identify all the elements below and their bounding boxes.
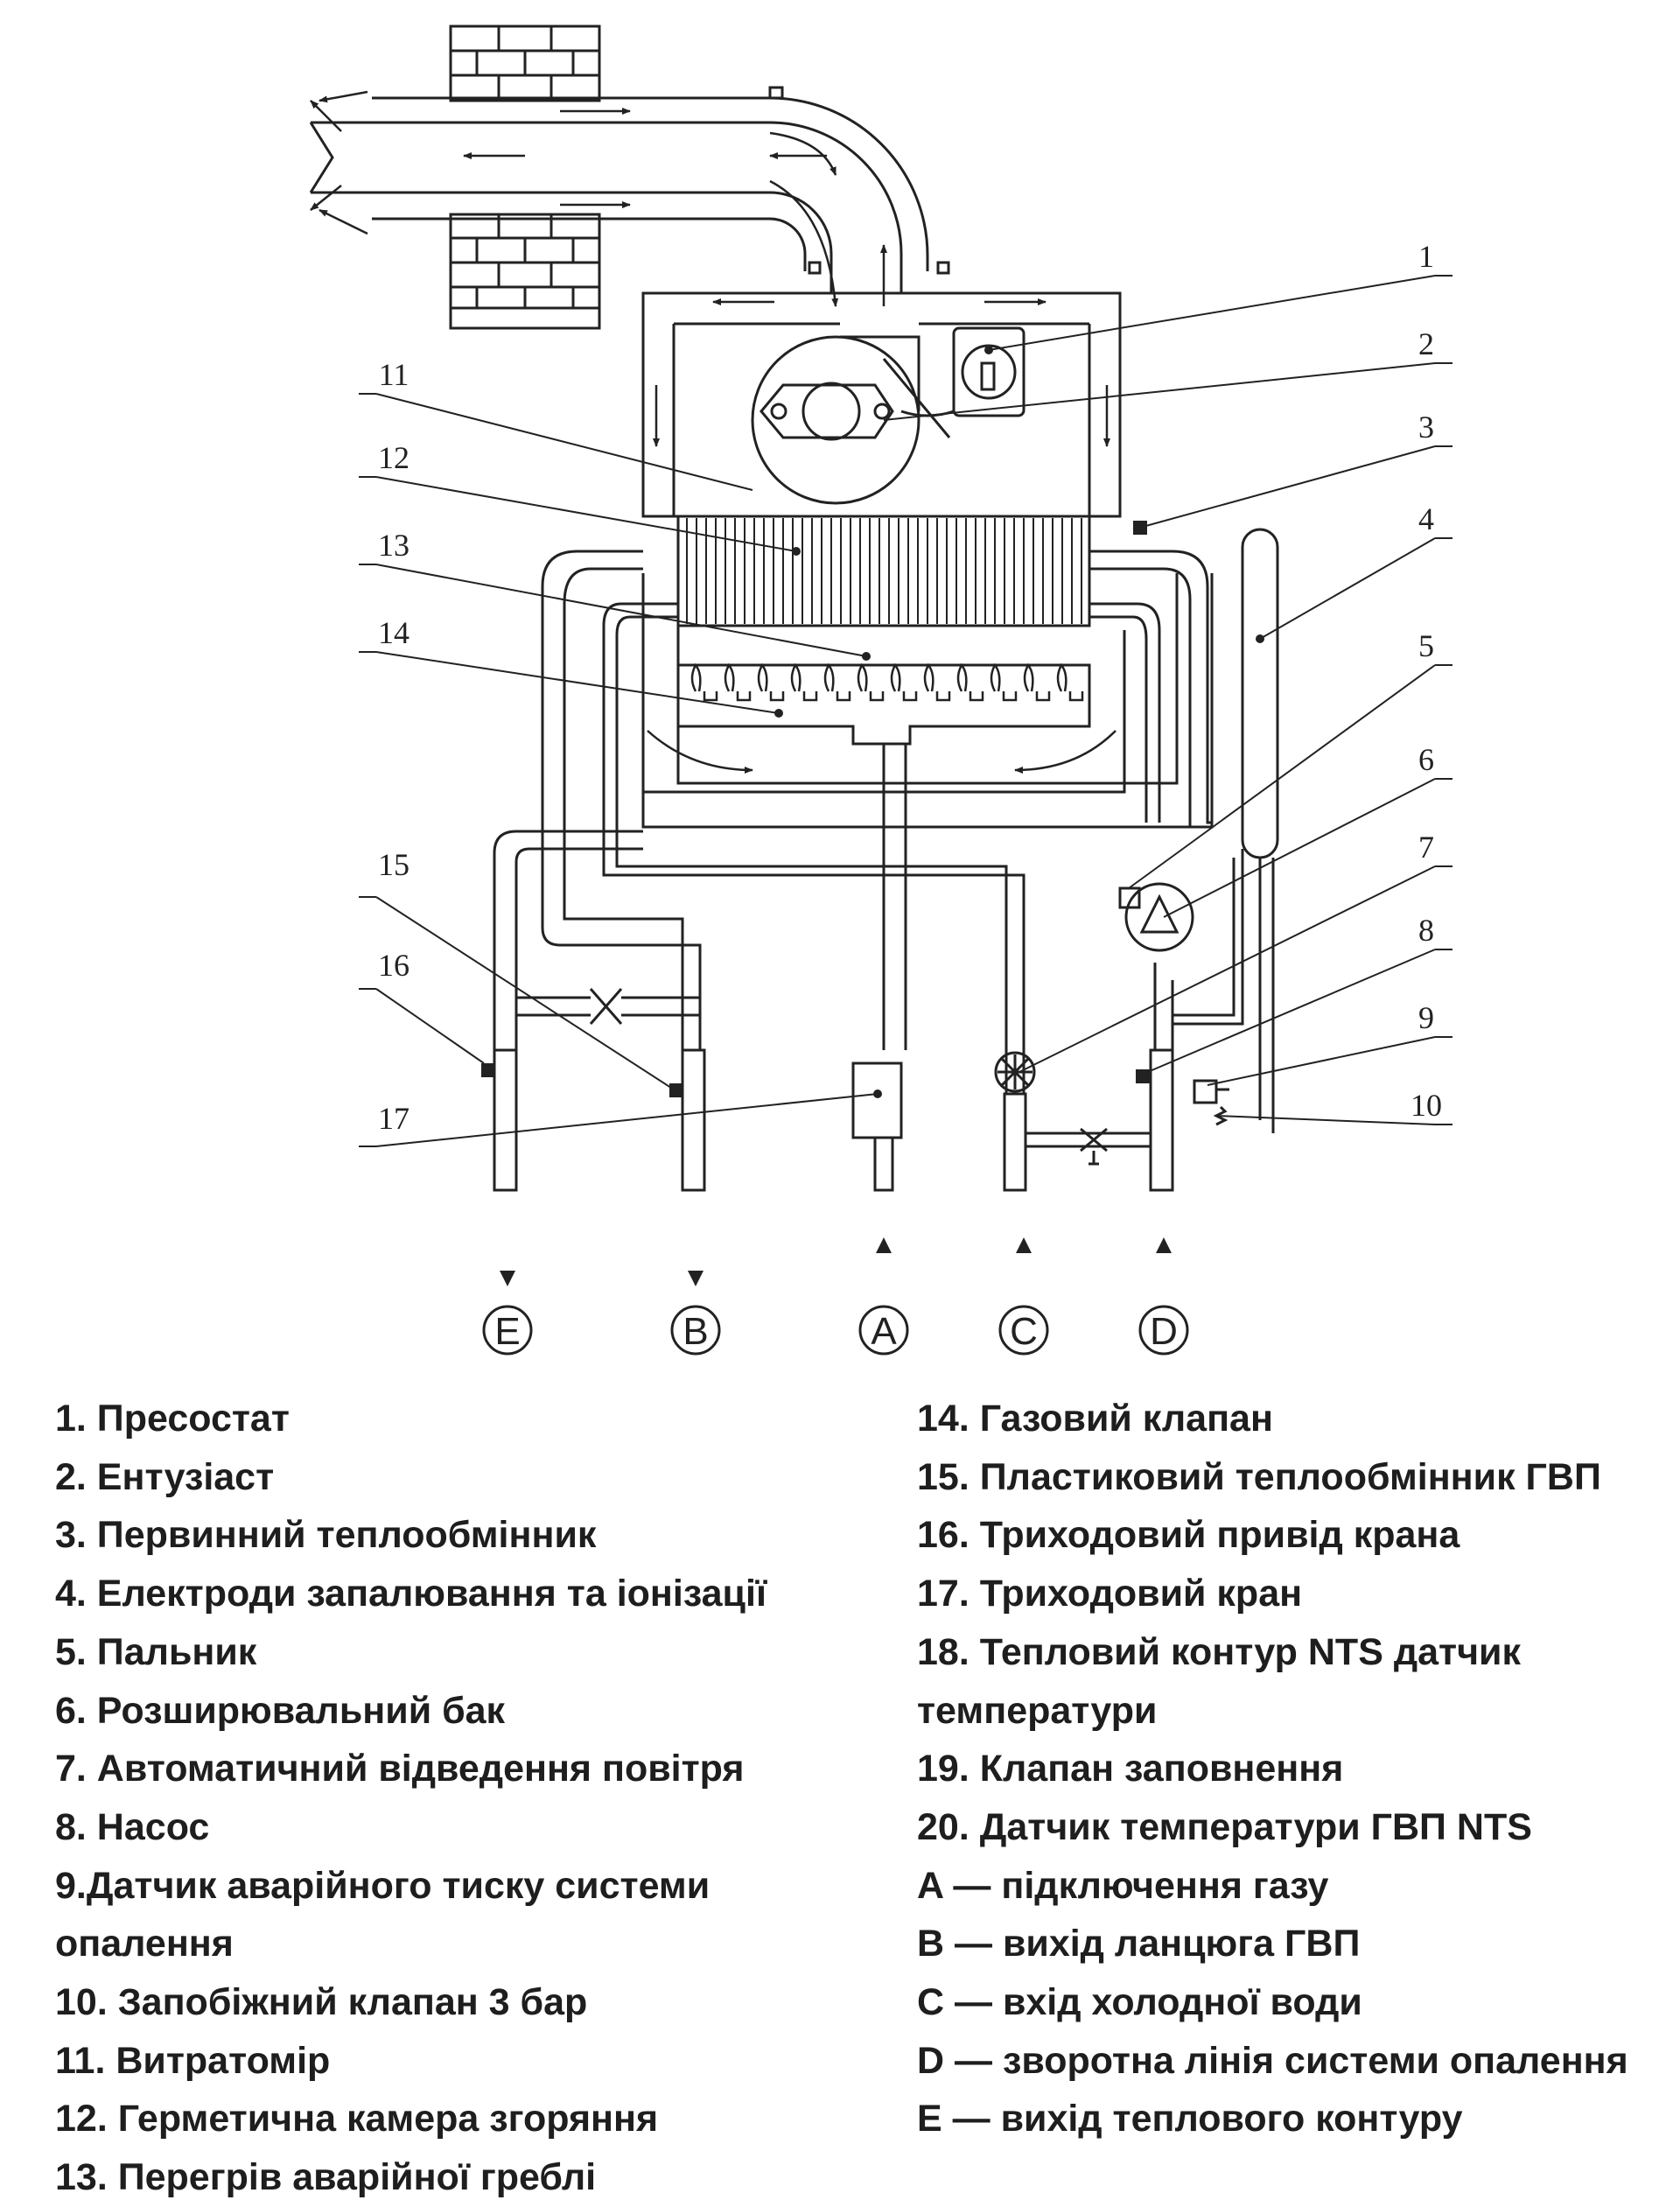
legend-item: 16. Триходовий привід крана <box>917 1514 1460 1557</box>
callout-13: 13 <box>378 528 410 563</box>
arrow-up-D <box>1156 1237 1172 1253</box>
callout-12: 12 <box>378 440 410 475</box>
connection-label-C: C <box>1010 1310 1038 1353</box>
legend-item: D — зворотна лінія системи опалення <box>917 2039 1628 2082</box>
sensor-marker <box>669 1083 683 1097</box>
legend-item: 7. Автоматичний відведення повітря <box>55 1748 745 1790</box>
arrow-down-B <box>688 1271 704 1286</box>
legend-item: 5. Пальник <box>55 1630 257 1673</box>
legend-item: 15. Пластиковий теплообмінник ГВП <box>917 1455 1601 1498</box>
callout-8: 8 <box>1418 913 1434 948</box>
burner <box>676 662 1091 746</box>
callout-11: 11 <box>379 357 410 392</box>
burner-flame <box>724 662 752 702</box>
callout-9: 9 <box>1418 1000 1434 1035</box>
callout-17: 17 <box>378 1101 410 1136</box>
callout-10: 10 <box>1410 1088 1442 1123</box>
callout-4: 4 <box>1418 501 1434 536</box>
legend-item: 19. Клапан заповнення <box>917 1748 1344 1790</box>
callout-7: 7 <box>1418 830 1434 865</box>
burner-flame <box>1023 662 1051 702</box>
pressostat <box>882 326 1026 438</box>
burner-flame <box>890 662 918 702</box>
legend-item: B — вихід ланцюга ГВП <box>917 1923 1361 1965</box>
legend-item: 13. Перегрів аварійної греблі <box>55 2156 597 2199</box>
burner-flame <box>857 662 885 702</box>
legend-left-column: 1. Пресостат 2. Ентузіаст 3. Первинний т… <box>55 1390 766 2207</box>
burner-flame <box>923 662 951 702</box>
arrow-up-C <box>1016 1237 1032 1253</box>
sensor-marker <box>1136 1069 1150 1083</box>
connection-label-D: D <box>1150 1310 1178 1353</box>
connection-label-B: B <box>682 1310 708 1353</box>
burner-flame <box>690 662 718 702</box>
burner-flame <box>823 662 851 702</box>
burner-flame <box>1056 662 1084 702</box>
legend-item: 3. Первинний теплообмінник <box>55 1514 597 1557</box>
legend-item: 8. Насос <box>55 1805 210 1848</box>
coaxial-flue <box>309 86 950 293</box>
legend-item: 9.Датчик аварійного тиску системи <box>55 1864 710 1907</box>
callout-14: 14 <box>378 615 410 650</box>
actuator-marker <box>481 1063 495 1077</box>
connection-symbols <box>482 1305 1189 1356</box>
legend-item: 20. Датчик температури ГВП NTS <box>917 1805 1532 1848</box>
legend-item: 10. Запобіжний клапан 3 бар <box>55 1981 588 2024</box>
callout-2: 2 <box>1418 326 1434 361</box>
arrow-down-E <box>500 1271 515 1286</box>
legend-item: опалення <box>55 1923 234 1965</box>
boiler-schematic: 1 2 3 4 5 6 7 8 9 10 11 12 13 14 15 16 1… <box>309 25 1452 1356</box>
connection-label-A: A <box>871 1310 897 1353</box>
burner-flame <box>757 662 785 702</box>
sensor-marker <box>1133 521 1147 535</box>
legend-item: 4. Електроди запалювання та іонізації <box>55 1573 767 1615</box>
flow-arrows <box>310 90 1116 774</box>
brick-wall <box>449 25 601 330</box>
heating-circuit-pipes <box>493 528 1279 1190</box>
callout-5: 5 <box>1418 628 1434 663</box>
callout-labels: 1 2 3 4 5 6 7 8 9 10 11 12 13 14 15 16 1… <box>378 239 1442 1136</box>
callout-15: 15 <box>378 847 410 882</box>
callout-16: 16 <box>378 948 410 983</box>
legend-item: 11. Витратомір <box>55 2039 331 2082</box>
legend-item: температури <box>917 1689 1158 1732</box>
legend-item: E — вихід теплового контуру <box>917 2098 1463 2140</box>
callout-6: 6 <box>1418 742 1434 777</box>
flow-meter <box>994 1051 1036 1093</box>
legend-item: A — підключення газу <box>917 1864 1329 1907</box>
fan <box>751 335 920 505</box>
legend-item: 17. Триходовий кран <box>917 1573 1303 1615</box>
burner-flame <box>990 662 1018 702</box>
pump <box>1118 882 1194 952</box>
legend-item: 1. Пресостат <box>55 1398 290 1440</box>
burner-flame <box>790 662 818 702</box>
burner-flame <box>956 662 984 702</box>
legend-item: C — вхід холодної води <box>917 1981 1362 2024</box>
connection-label-E: E <box>494 1310 520 1353</box>
legend-item: 18. Тепловий контур NTS датчик <box>917 1630 1522 1673</box>
connection-labels: E B A C D <box>494 1310 1178 1353</box>
callout-3: 3 <box>1418 410 1434 445</box>
outlet-pipes <box>493 1048 1174 1192</box>
legend-item: 12. Герметична камера згоряння <box>55 2098 659 2140</box>
legend-right-column: 14. Газовий клапан 15. Пластиковий тепло… <box>917 1390 1628 2148</box>
primary-heat-exchanger <box>676 515 1091 627</box>
legend-item: 2. Ентузіаст <box>55 1455 275 1498</box>
arrow-up-A <box>876 1237 892 1253</box>
callout-leaders <box>359 275 1452 1147</box>
legend-item: 14. Газовий клапан <box>917 1398 1273 1440</box>
legend-item: 6. Розширювальний бак <box>55 1689 506 1732</box>
callout-1: 1 <box>1418 239 1434 274</box>
